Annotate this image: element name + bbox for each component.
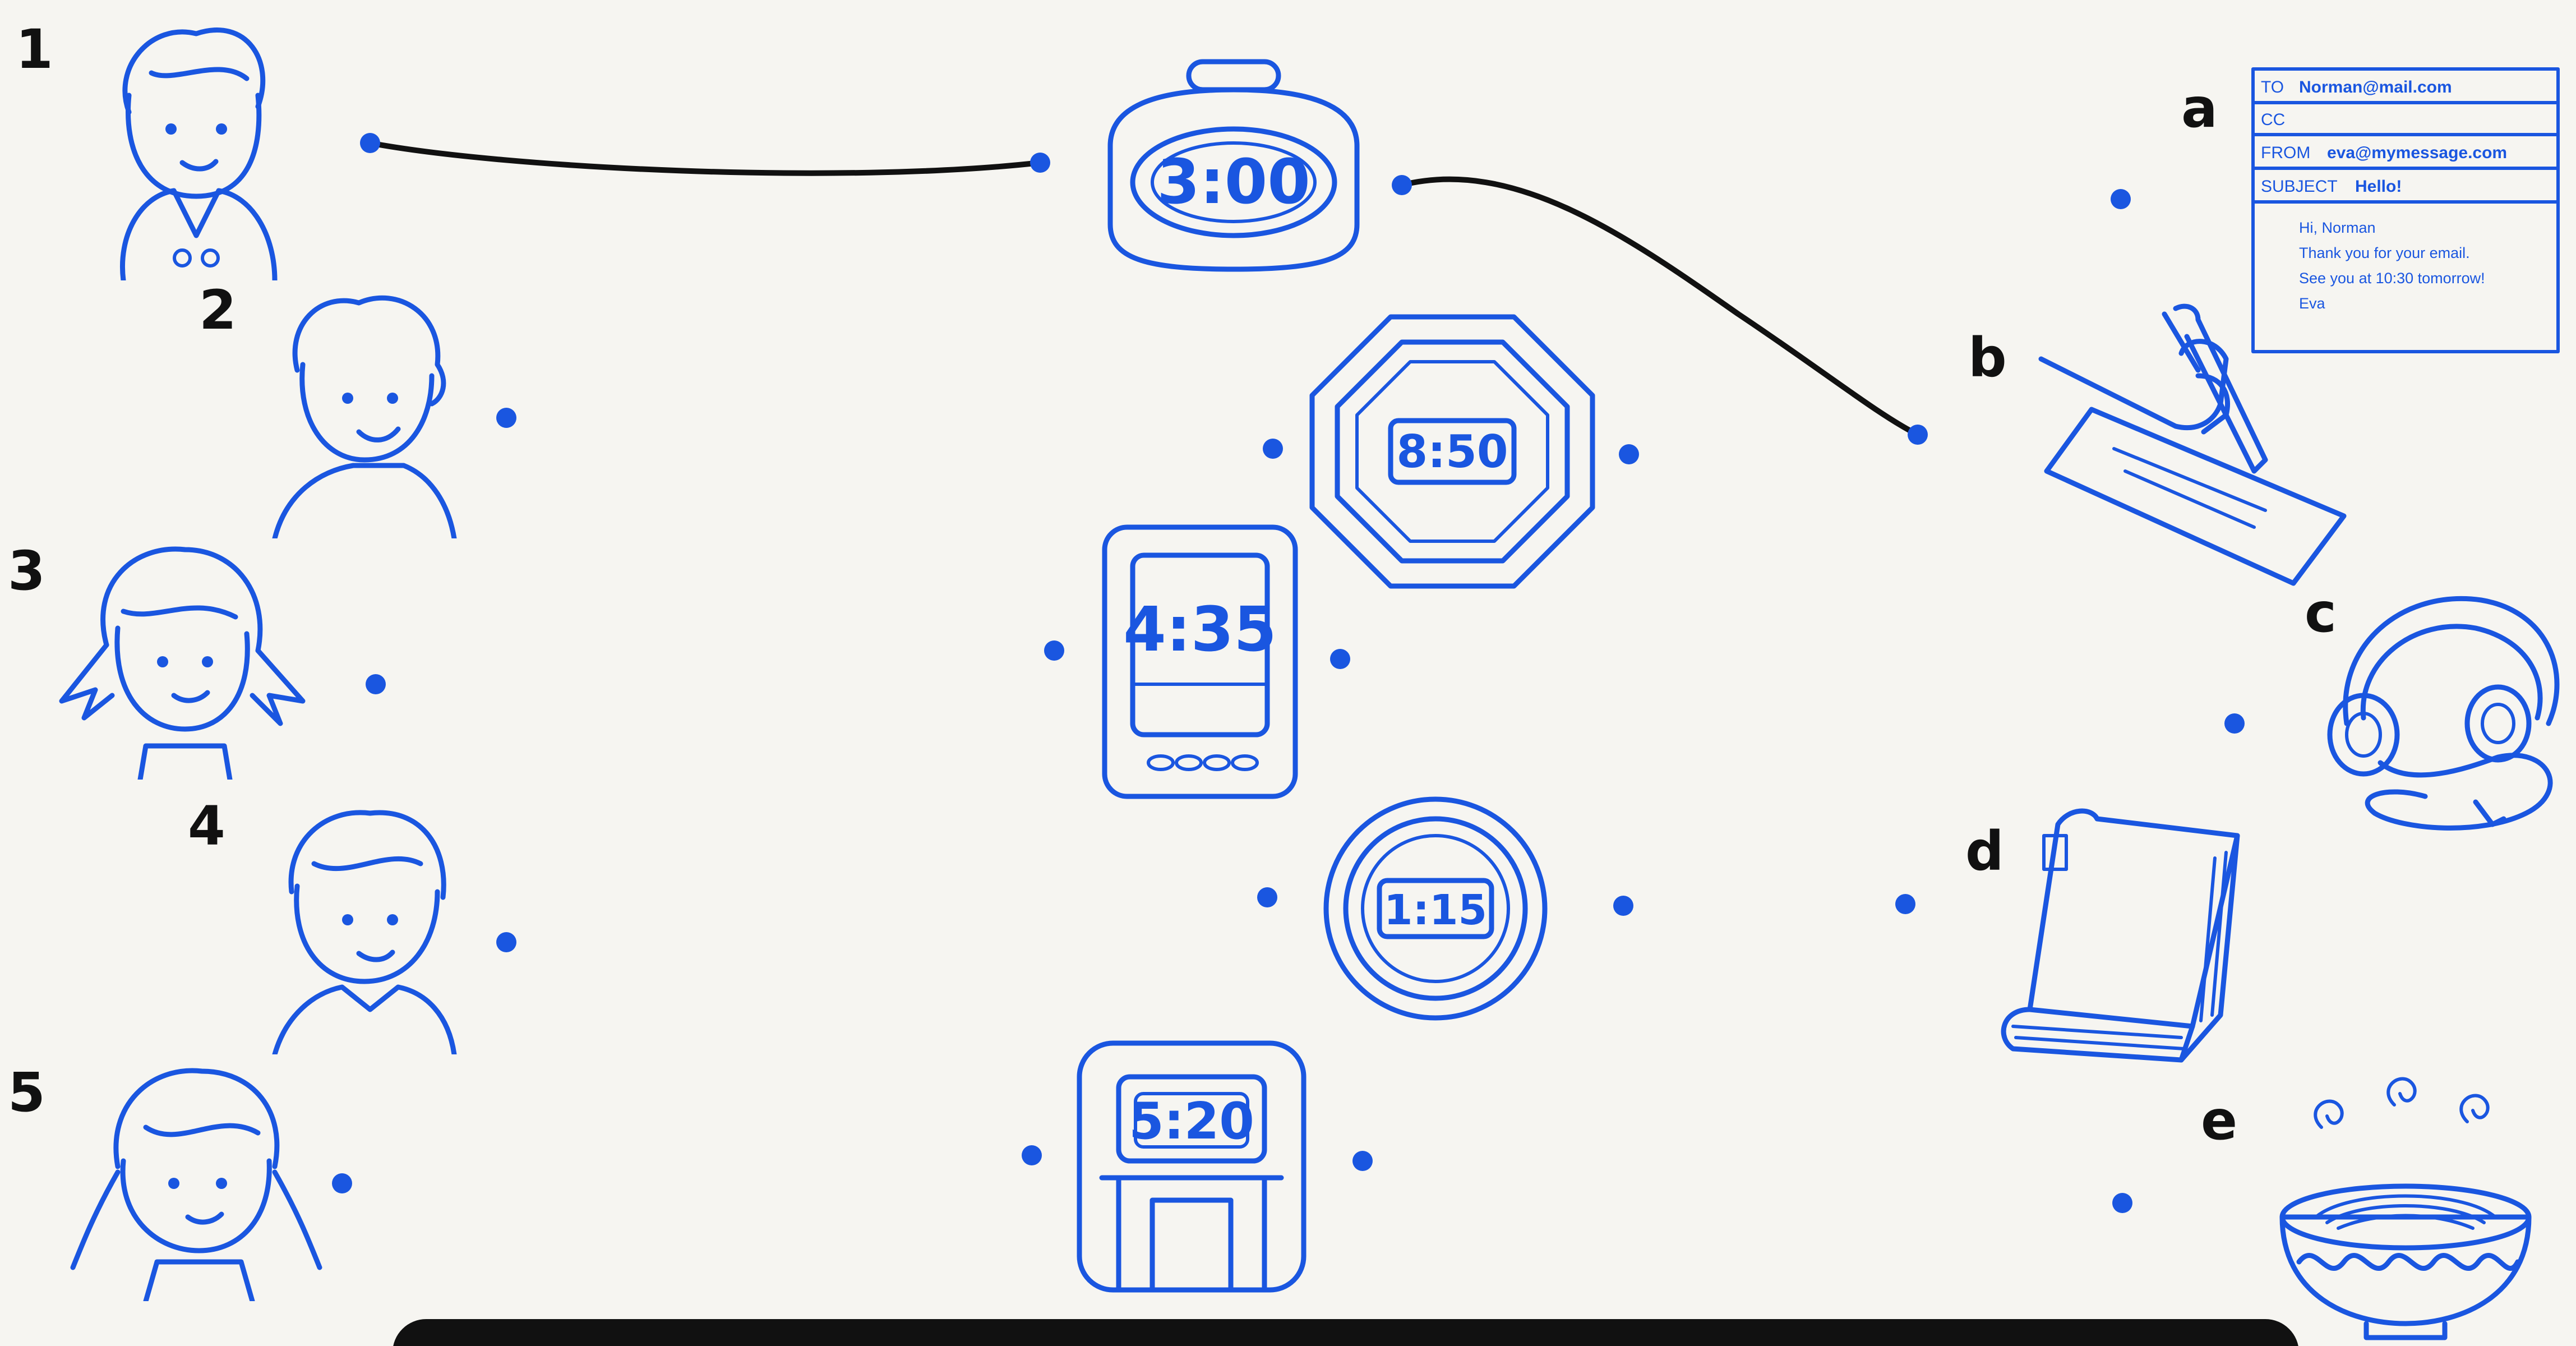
child-3-dot[interactable] [366,674,386,694]
child-1-boy-icon [62,11,320,280]
email-body-line-3: See you at 10:30 tomorrow! [2299,270,2485,287]
child-number-1: 1 [16,22,53,76]
connector-1-to-3-00 [370,143,1040,173]
clock-4-35-left-dot[interactable] [1044,640,1064,661]
clock-4-35-right-dot[interactable] [1330,649,1350,669]
octagon-clock-icon: 8:50 [1307,311,1598,592]
headphones-icon [2313,578,2571,847]
clock-1-15-left-dot[interactable] [1257,887,1277,907]
email-from-label: FROM [2261,144,2310,162]
clock-3-time: 4:35 [1123,593,1277,665]
child-number-2: 2 [199,283,237,337]
email-from-value: eva@mymessage.com [2327,144,2507,162]
tablet-clock-icon: 4:35 [1093,516,1307,808]
bottom-bar [393,1319,2299,1346]
clock-8-50-right-dot[interactable] [1619,444,1639,464]
clock-8-50-left-dot[interactable] [1263,439,1283,459]
alarm-clock-icon: 3:00 [1077,56,1391,280]
activity-letter-e: e [2201,1094,2237,1147]
activity-b-dot[interactable] [1908,425,1928,445]
child-5-girl-icon [62,1054,331,1301]
activity-c-dot[interactable] [2224,713,2245,734]
child-number-5: 5 [8,1066,45,1119]
clock-2-time: 8:50 [1397,426,1508,478]
clock-1-15-right-dot[interactable] [1613,896,1633,916]
child-2-dot[interactable] [496,408,516,428]
child-2-boy-icon [264,286,488,538]
child-4-boy-icon [258,802,482,1054]
email-to-label: TO [2261,78,2284,96]
activity-d-dot[interactable] [1895,894,1915,914]
homework-icon [2030,303,2366,594]
round-clock-icon: 1:15 [1318,791,1553,1026]
child-number-4: 4 [188,799,225,853]
email-subject-label: SUBJECT [2261,177,2338,196]
activity-letter-a: a [2181,81,2218,135]
clock-3-00-right-dot[interactable] [1392,175,1412,195]
email-body-line-1: Hi, Norman [2299,219,2376,236]
child-5-dot[interactable] [332,1173,352,1193]
square-clock-icon: 5:20 [1068,1032,1315,1301]
clock-5-time: 5:20 [1129,1092,1254,1151]
noodle-bowl-icon [2265,1060,2546,1340]
activity-e-dot[interactable] [2112,1193,2132,1213]
activity-a-dot[interactable] [2111,189,2131,209]
clock-5-20-left-dot[interactable] [1022,1145,1042,1165]
child-1-dot[interactable] [360,133,380,153]
email-cc-label: CC [2261,110,2285,129]
email-to-value: Norman@mail.com [2299,78,2452,96]
email-subject-value: Hello! [2355,177,2402,196]
clock-1-time: 3:00 [1157,146,1310,218]
activity-letter-b: b [1968,331,2007,385]
book-icon [1991,802,2249,1066]
clock-5-20-right-dot[interactable] [1352,1151,1373,1171]
email-body-line-2: Thank you for your email. [2299,245,2470,261]
child-3-girl-icon [45,533,314,780]
clock-3-00-left-dot[interactable] [1030,153,1050,173]
child-4-dot[interactable] [496,932,516,952]
clock-4-time: 1:15 [1384,886,1487,934]
child-number-3: 3 [8,544,45,598]
